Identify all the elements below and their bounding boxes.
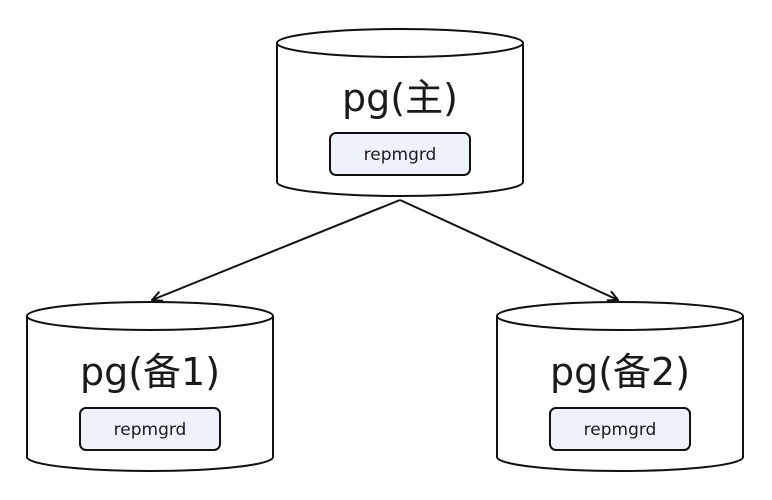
replication-edge-to-standby1 — [152, 199, 401, 300]
standby2-db-node[interactable]: pg(备2) repmgrd — [496, 301, 744, 472]
standby2-db-cylinder-top — [496, 301, 744, 331]
standby2-process-rect — [549, 407, 691, 451]
standby2-db-title: pg(备2) — [550, 350, 690, 394]
primary-db-cylinder-top — [276, 28, 524, 58]
standby2-process-box[interactable]: repmgrd — [549, 407, 691, 451]
standby1-process-rect — [79, 407, 221, 451]
primary-db-node[interactable]: pg(主) repmgrd — [276, 28, 524, 197]
standby1-process-box[interactable]: repmgrd — [79, 407, 221, 451]
replication-edge-to-standby2 — [399, 199, 618, 300]
standby1-db-cylinder-top — [26, 301, 274, 331]
standby2-process-label: repmgrd — [584, 420, 657, 440]
primary-db-title: pg(主) — [342, 76, 458, 120]
standby1-db-title: pg(备1) — [80, 350, 220, 394]
primary-process-rect — [329, 132, 471, 176]
standby1-db-node[interactable]: pg(备1) repmgrd — [26, 301, 274, 472]
standby1-process-label: repmgrd — [114, 420, 187, 440]
primary-process-label: repmgrd — [364, 145, 437, 165]
primary-process-box[interactable]: repmgrd — [329, 132, 471, 176]
